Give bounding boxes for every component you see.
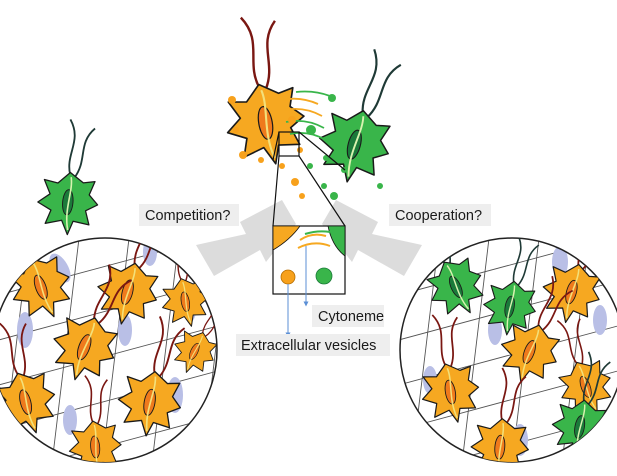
cytoneme-strand: [295, 90, 331, 97]
vesicle-dot: [321, 183, 327, 189]
vesicle-dots: [228, 94, 383, 200]
competition-text: Competition?: [145, 208, 230, 224]
vesicle-dot: [288, 116, 296, 124]
vesicle-dot: [297, 147, 303, 153]
cytoneme-text: Cytoneme: [318, 309, 384, 325]
green-cell: [318, 48, 402, 183]
orange-cell: [0, 322, 56, 434]
orange-cell: [117, 316, 186, 437]
left-orange-cells: [0, 238, 217, 462]
vesicle-dot: [323, 155, 329, 161]
vesicle-dot: [307, 163, 313, 169]
interacting-cells: [226, 16, 402, 183]
vesicle-dot: [299, 193, 305, 199]
competition-arrow: [196, 200, 296, 276]
competition-label: Competition?: [139, 204, 239, 226]
cooperation-arrow: [322, 200, 422, 276]
orange-cell: [162, 238, 209, 327]
vesicle-dot: [291, 178, 299, 186]
inset-panel: [272, 225, 346, 338]
orange-cell: [226, 16, 305, 165]
cooperation-text: Cooperation?: [395, 208, 482, 224]
zoom-callout: [272, 131, 346, 227]
vesicle-dot: [228, 96, 236, 104]
orange-cell: [174, 297, 217, 373]
right-mixed-cells: [419, 238, 612, 462]
cytoneme-label: Cytoneme: [312, 305, 384, 327]
cytoneme-strand: [283, 107, 323, 117]
orange-cell: [470, 367, 529, 462]
orange-cell: [53, 264, 132, 381]
vesicle-dot: [258, 157, 264, 163]
vesicle-dot: [306, 125, 316, 135]
vesicles-text: Extracellular vesicles: [241, 338, 376, 354]
cooperation-label: Cooperation?: [389, 204, 491, 226]
vesicle-dot: [239, 151, 247, 159]
vesicle-dot: [328, 94, 336, 102]
vesicle-dot: [233, 127, 239, 133]
green-cell: [483, 238, 540, 336]
vesicles-label: Extracellular vesicles: [236, 334, 390, 356]
orange-cell: [421, 314, 480, 423]
vesicle-dot: [279, 163, 285, 169]
free-green-cell: [37, 118, 99, 236]
cytoneme-strand: [281, 97, 319, 105]
vesicle-dot: [377, 183, 383, 189]
vesicle-dot: [330, 192, 338, 200]
green-cell: [37, 118, 99, 236]
